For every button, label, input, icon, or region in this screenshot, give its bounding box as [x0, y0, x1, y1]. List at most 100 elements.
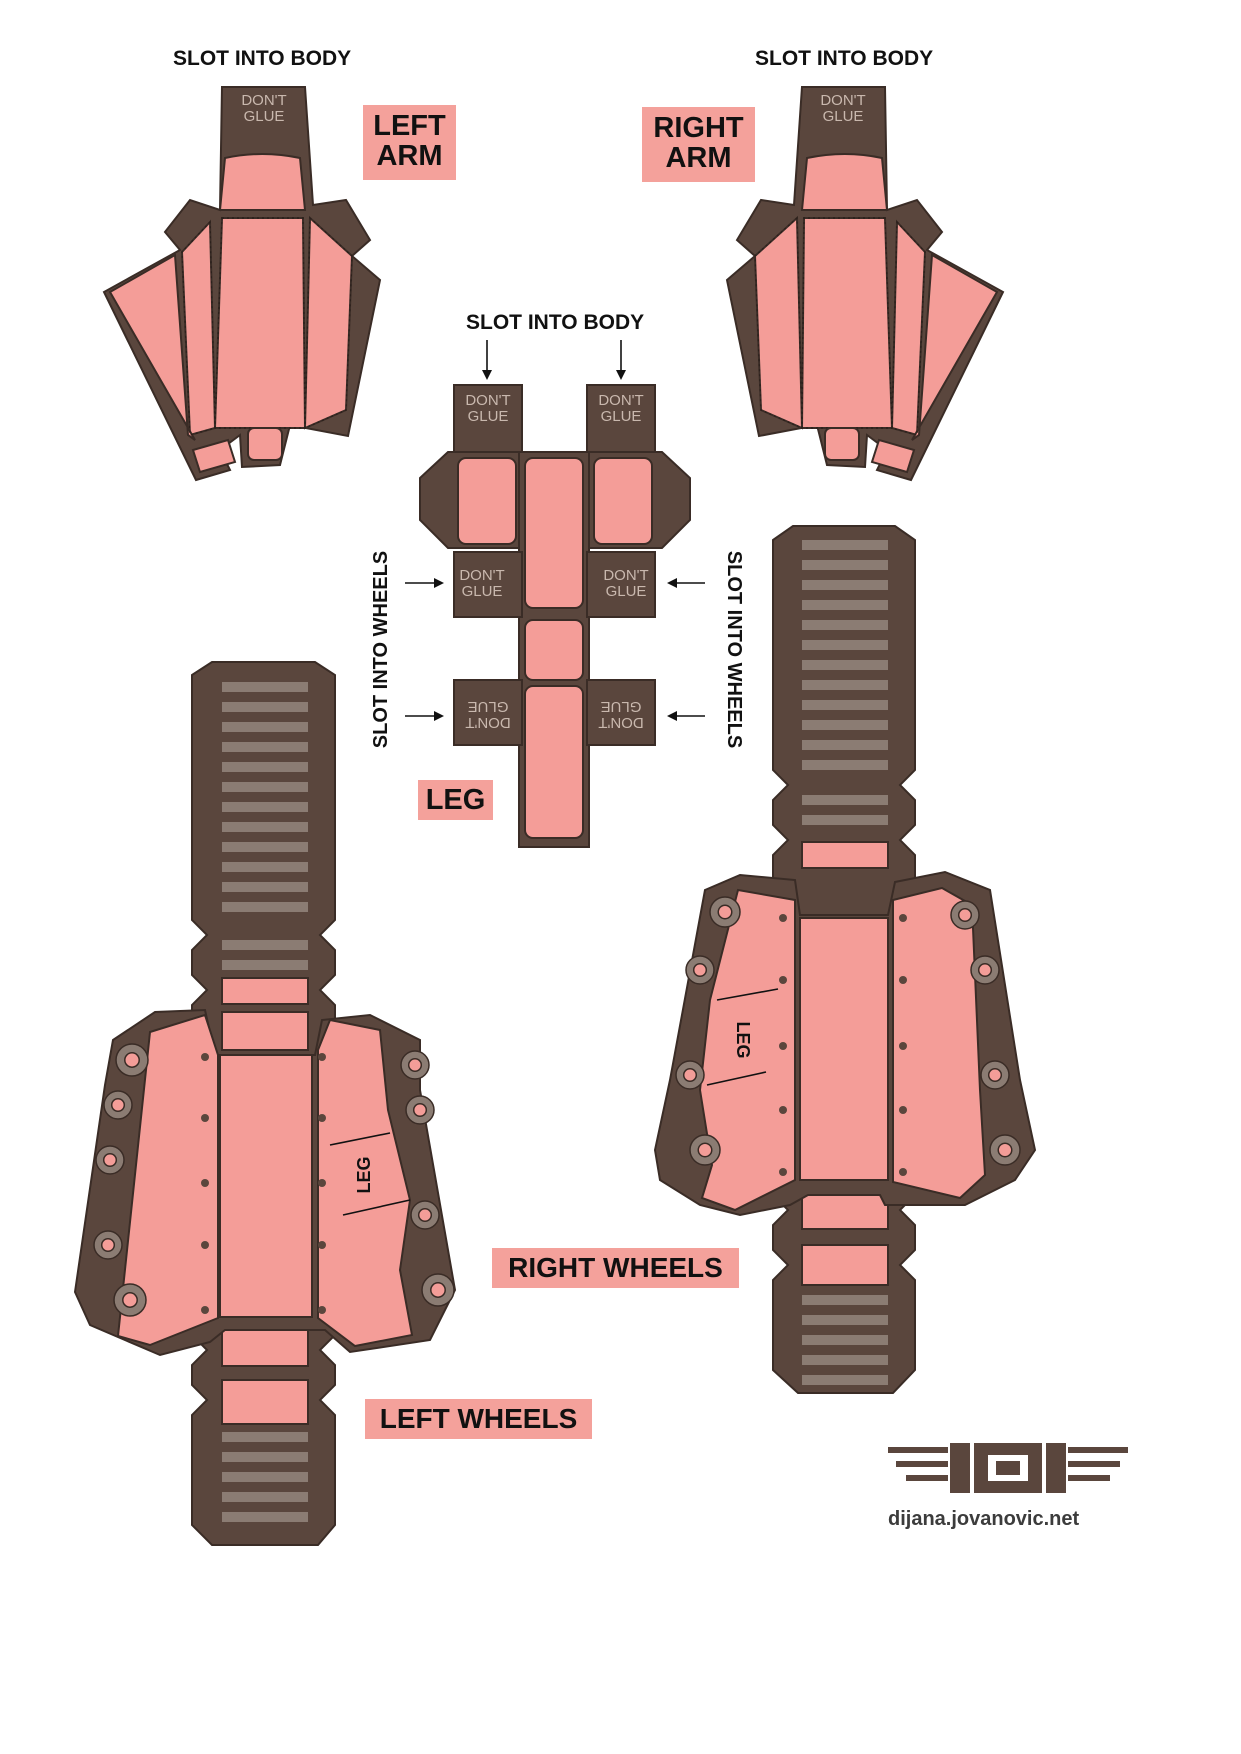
dont-glue-text: GLUE: [823, 108, 864, 125]
gear-hub: [110, 1097, 126, 1113]
tread-stripe: [222, 822, 308, 832]
tread-stripe: [802, 640, 888, 650]
rivet: [201, 1179, 209, 1187]
tread-stripe: [222, 940, 308, 950]
dont-glue-text: DON'T: [465, 714, 510, 731]
rivet: [779, 1042, 787, 1050]
slot-into-body-label: SLOT INTO BODY: [466, 311, 645, 334]
tread-stripe: [222, 762, 308, 772]
tread-stripe: [222, 742, 308, 752]
slot-into-body-label: SLOT INTO BODY: [173, 47, 352, 70]
tread-stripe: [222, 1512, 308, 1522]
dont-glue-text: DON'T: [598, 714, 643, 731]
tread-stripe: [802, 700, 888, 710]
rivet: [318, 1306, 326, 1314]
leg-tag: LEG: [418, 780, 493, 820]
tread-stripe: [802, 720, 888, 730]
dont-glue-text: DON'T: [465, 392, 510, 409]
gear-hub: [697, 1142, 713, 1158]
leg-stamp-text: LEG: [733, 1021, 753, 1058]
tread-stripe: [222, 722, 308, 732]
gear-row: [675, 896, 1021, 1166]
gear-hub: [692, 962, 708, 978]
rivet: [899, 976, 907, 984]
logo-mark: [888, 1443, 1128, 1493]
dont-glue-text: GLUE: [462, 583, 503, 600]
leg-piece: DON'T GLUE DON'T GLUE DON'T GLUE DON'T G…: [405, 340, 705, 848]
tread-stripe: [802, 740, 888, 750]
tread-stripe: [222, 842, 308, 852]
left-arm-tag-line2: ARM: [376, 140, 443, 173]
site-credit: dijana.jovanovic.net: [888, 1508, 1080, 1530]
dont-glue-text: GLUE: [468, 408, 509, 425]
left-wheels-piece: LEG: [73, 661, 457, 1546]
tread-stripes: [802, 540, 888, 1385]
gear-hub: [100, 1237, 116, 1253]
tread-stripe: [802, 540, 888, 550]
tread-stripe: [222, 1492, 308, 1502]
right-arm-tag-line2: ARM: [665, 142, 732, 175]
slot-into-wheels-label: SLOT INTO WHEELS: [370, 550, 393, 749]
dont-glue-text: DON'T: [820, 92, 865, 109]
tread-stripe: [802, 600, 888, 610]
tread-stripe: [222, 1472, 308, 1482]
rivet: [201, 1053, 209, 1061]
gear-hub: [430, 1282, 446, 1298]
slot-into-wheels-label: SLOT INTO WHEELS: [723, 550, 746, 749]
dont-glue-text: GLUE: [601, 408, 642, 425]
tread-stripes: [222, 682, 308, 1522]
left-wheels-tag: LEFT WHEELS: [365, 1399, 592, 1439]
rivet: [318, 1241, 326, 1249]
tread-stripe: [222, 702, 308, 712]
rivet: [201, 1114, 209, 1122]
rivet: [899, 1168, 907, 1176]
rivet: [201, 1241, 209, 1249]
tread-stripe: [802, 815, 888, 825]
tread-stripe: [222, 862, 308, 872]
tread-stripe: [222, 802, 308, 812]
gear-hub: [122, 1292, 138, 1308]
tread-stripe: [802, 1335, 888, 1345]
dont-glue-text: GLUE: [244, 108, 285, 125]
tread-stripe: [802, 580, 888, 590]
rivet: [318, 1114, 326, 1122]
gear-hub: [407, 1057, 423, 1073]
rivet: [779, 1106, 787, 1114]
rivet: [779, 914, 787, 922]
gear-hub: [412, 1102, 428, 1118]
dont-glue-text: DON'T: [603, 567, 648, 584]
gear-hub: [977, 962, 993, 978]
tread-stripe: [802, 680, 888, 690]
tread-stripe: [802, 1355, 888, 1365]
right-arm-tag: RIGHT ARM: [642, 107, 755, 182]
tread-stripe: [222, 782, 308, 792]
tread-stripe: [802, 1375, 888, 1385]
dont-glue-text: DON'T: [241, 92, 286, 109]
rivet: [899, 1042, 907, 1050]
gear-hub: [997, 1142, 1013, 1158]
rivet: [899, 914, 907, 922]
right-arm-piece: [725, 86, 1005, 482]
tread-stripe: [802, 760, 888, 770]
tread-stripe: [222, 902, 308, 912]
gear-hub: [717, 904, 733, 920]
rivets: [779, 914, 907, 1176]
leg-stamp-text: LEG: [354, 1156, 374, 1193]
left-arm-tag-line1: LEFT: [373, 110, 446, 142]
gear-hub: [124, 1052, 140, 1068]
rivet: [779, 1168, 787, 1176]
gear-hub: [957, 907, 973, 923]
rivet: [201, 1306, 209, 1314]
dont-glue-text: DON'T: [459, 567, 504, 584]
tread-stripe: [222, 1452, 308, 1462]
left-arm-tag: LEFT ARM: [363, 105, 456, 180]
tread-stripe: [802, 560, 888, 570]
gear-hub: [417, 1207, 433, 1223]
rivet: [779, 976, 787, 984]
tread-stripe: [222, 960, 308, 970]
gear-row: [93, 1043, 455, 1317]
right-wheels-tag: RIGHT WHEELS: [492, 1248, 739, 1288]
rivet: [318, 1179, 326, 1187]
